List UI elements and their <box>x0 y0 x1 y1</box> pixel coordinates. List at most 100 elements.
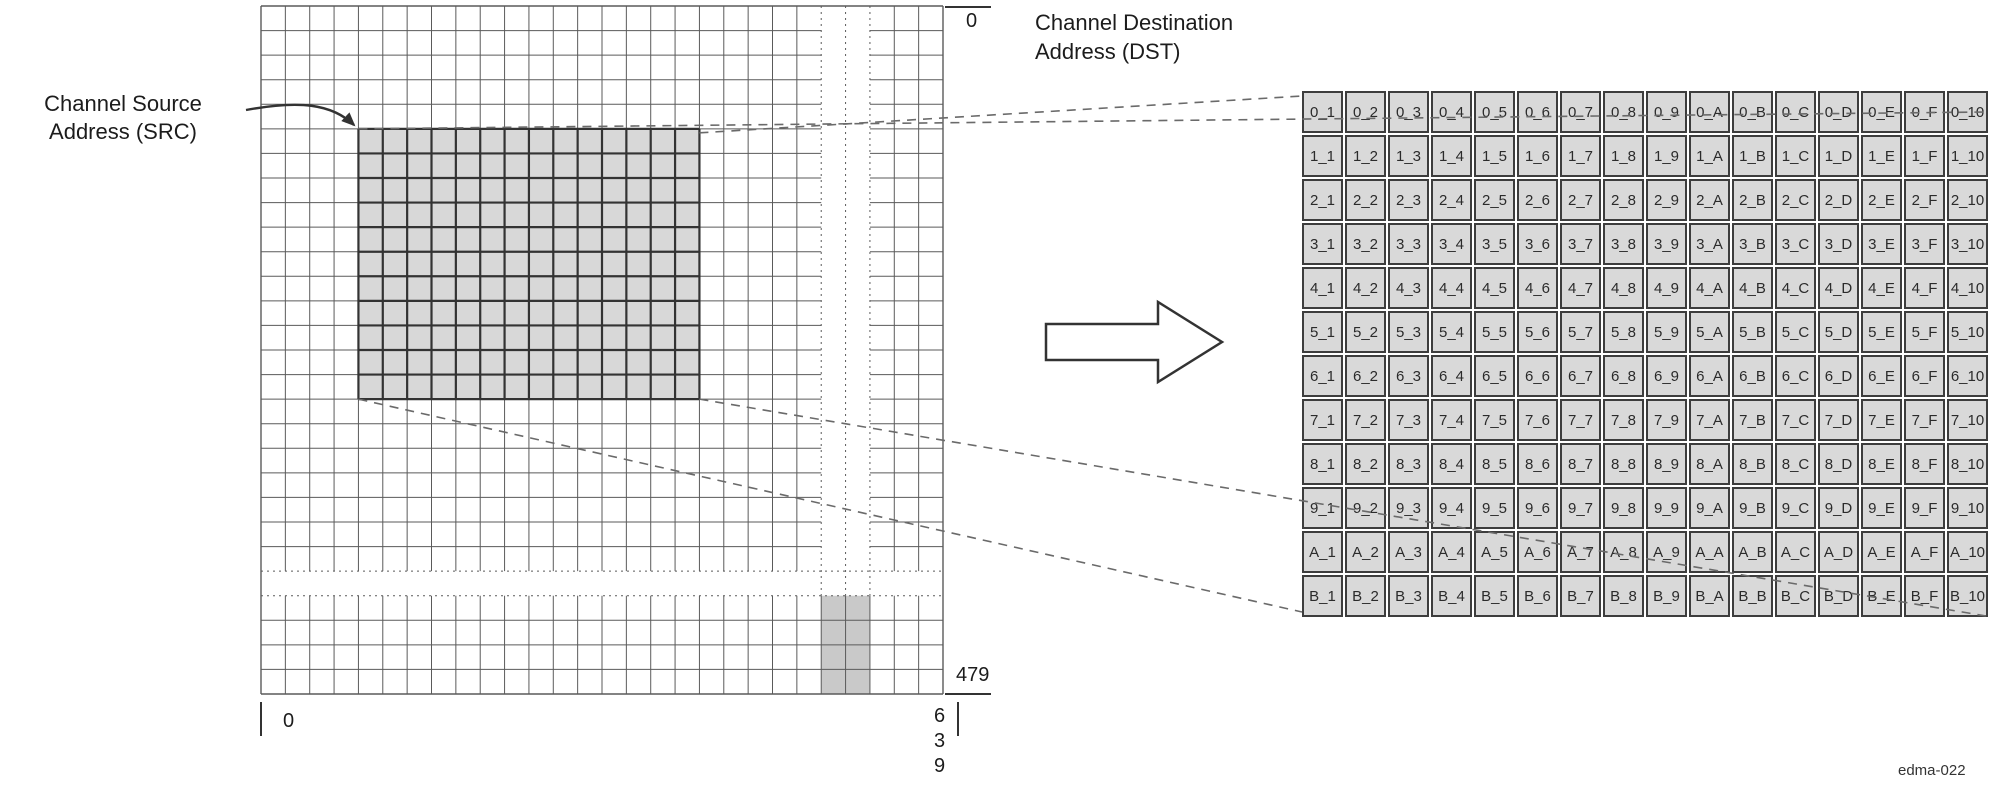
dest-cell: 6_4 <box>1431 355 1472 397</box>
dest-cell: 0_5 <box>1474 91 1515 133</box>
dest-cell: B_B <box>1732 575 1773 617</box>
source-region-fill <box>358 128 700 400</box>
dest-cell: 3_A <box>1689 223 1730 265</box>
frame-col-end-digit: 9 <box>934 755 946 777</box>
dest-cell: 5_F <box>1904 311 1945 353</box>
dest-cell: 4_C <box>1775 267 1816 309</box>
dest-cell: 2_F <box>1904 179 1945 221</box>
dest-cell: 4_1 <box>1302 267 1343 309</box>
dest-cell: B_2 <box>1345 575 1386 617</box>
dest-cell: B_3 <box>1388 575 1429 617</box>
dest-cell: 9_8 <box>1603 487 1644 529</box>
dest-cell: 0_A <box>1689 91 1730 133</box>
dest-cell: 7_F <box>1904 399 1945 441</box>
dest-cell: 0_B <box>1732 91 1773 133</box>
dest-cell: A_D <box>1818 531 1859 573</box>
dest-cell: 7_E <box>1861 399 1902 441</box>
dest-cell: 8_8 <box>1603 443 1644 485</box>
dest-cell: B_4 <box>1431 575 1472 617</box>
dest-cell: 5_9 <box>1646 311 1687 353</box>
dest-cell: 2_E <box>1861 179 1902 221</box>
dest-cell: 8_5 <box>1474 443 1515 485</box>
dest-cell: 8_E <box>1861 443 1902 485</box>
frame-buffer-grid <box>260 5 944 695</box>
dest-cell: 9_2 <box>1345 487 1386 529</box>
dest-cell: 2_3 <box>1388 179 1429 221</box>
dest-cell: 2_2 <box>1345 179 1386 221</box>
dest-cell: B_1 <box>1302 575 1343 617</box>
dest-cell: 6_10 <box>1947 355 1988 397</box>
dest-cell: 1_10 <box>1947 135 1988 177</box>
grid-strip <box>821 595 870 694</box>
dest-cell: 8_3 <box>1388 443 1429 485</box>
dest-cell: 8_1 <box>1302 443 1343 485</box>
dest-cell: 2_C <box>1775 179 1816 221</box>
dest-cell: 1_A <box>1689 135 1730 177</box>
dest-cell: 5_C <box>1775 311 1816 353</box>
destination-address-label-line2: Address (DST) <box>1035 39 1181 64</box>
dest-cell: A_7 <box>1560 531 1601 573</box>
dest-cell: 3_10 <box>1947 223 1988 265</box>
dest-cell: 5_6 <box>1517 311 1558 353</box>
dest-cell: 9_1 <box>1302 487 1343 529</box>
dest-cell: 3_7 <box>1560 223 1601 265</box>
dest-cell: 8_4 <box>1431 443 1472 485</box>
dest-cell: 1_1 <box>1302 135 1343 177</box>
dest-cell: B_8 <box>1603 575 1644 617</box>
dest-cell: A_F <box>1904 531 1945 573</box>
dest-cell: 4_D <box>1818 267 1859 309</box>
dest-cell: 0_7 <box>1560 91 1601 133</box>
dest-cell: 6_B <box>1732 355 1773 397</box>
dest-cell: A_8 <box>1603 531 1644 573</box>
dest-cell: 3_6 <box>1517 223 1558 265</box>
dest-cell: 8_7 <box>1560 443 1601 485</box>
dest-cell: 2_5 <box>1474 179 1515 221</box>
dest-cell: 4_8 <box>1603 267 1644 309</box>
dest-cell: 4_2 <box>1345 267 1386 309</box>
dest-cell: 5_B <box>1732 311 1773 353</box>
figure-id-label: edma-022 <box>1898 762 1966 779</box>
dest-cell: 7_7 <box>1560 399 1601 441</box>
dest-cell: 4_9 <box>1646 267 1687 309</box>
dest-cell: 2_B <box>1732 179 1773 221</box>
dest-cell: B_D <box>1818 575 1859 617</box>
dest-cell: 8_D <box>1818 443 1859 485</box>
source-address-label-line1: Channel Source <box>44 91 202 116</box>
dest-cell: A_6 <box>1517 531 1558 573</box>
dest-cell: 7_C <box>1775 399 1816 441</box>
dest-cell: 8_A <box>1689 443 1730 485</box>
dest-cell: A_5 <box>1474 531 1515 573</box>
source-region <box>357 127 701 401</box>
dest-cell: 5_5 <box>1474 311 1515 353</box>
dest-cell: 4_E <box>1861 267 1902 309</box>
dest-cell: 8_B <box>1732 443 1773 485</box>
dest-cell: 5_D <box>1818 311 1859 353</box>
dest-cell: 3_D <box>1818 223 1859 265</box>
dest-cell: 9_5 <box>1474 487 1515 529</box>
dest-cell: 8_9 <box>1646 443 1687 485</box>
source-address-label-line2: Address (SRC) <box>49 119 197 144</box>
dest-cell: 1_7 <box>1560 135 1601 177</box>
flow-arrow-shape <box>1044 299 1225 385</box>
dest-cell: 0_4 <box>1431 91 1472 133</box>
dest-cell: 4_10 <box>1947 267 1988 309</box>
dest-cell: 9_3 <box>1388 487 1429 529</box>
dest-cell: 0_D <box>1818 91 1859 133</box>
src-arrow-path <box>245 103 356 127</box>
dest-cell: A_10 <box>1947 531 1988 573</box>
dest-cell: 1_5 <box>1474 135 1515 177</box>
dest-cell: 3_C <box>1775 223 1816 265</box>
dest-cell: B_F <box>1904 575 1945 617</box>
dest-cell: 5_7 <box>1560 311 1601 353</box>
dest-cell: 6_7 <box>1560 355 1601 397</box>
dest-cell: 4_6 <box>1517 267 1558 309</box>
dest-cell: 7_2 <box>1345 399 1386 441</box>
dest-cell: 1_9 <box>1646 135 1687 177</box>
